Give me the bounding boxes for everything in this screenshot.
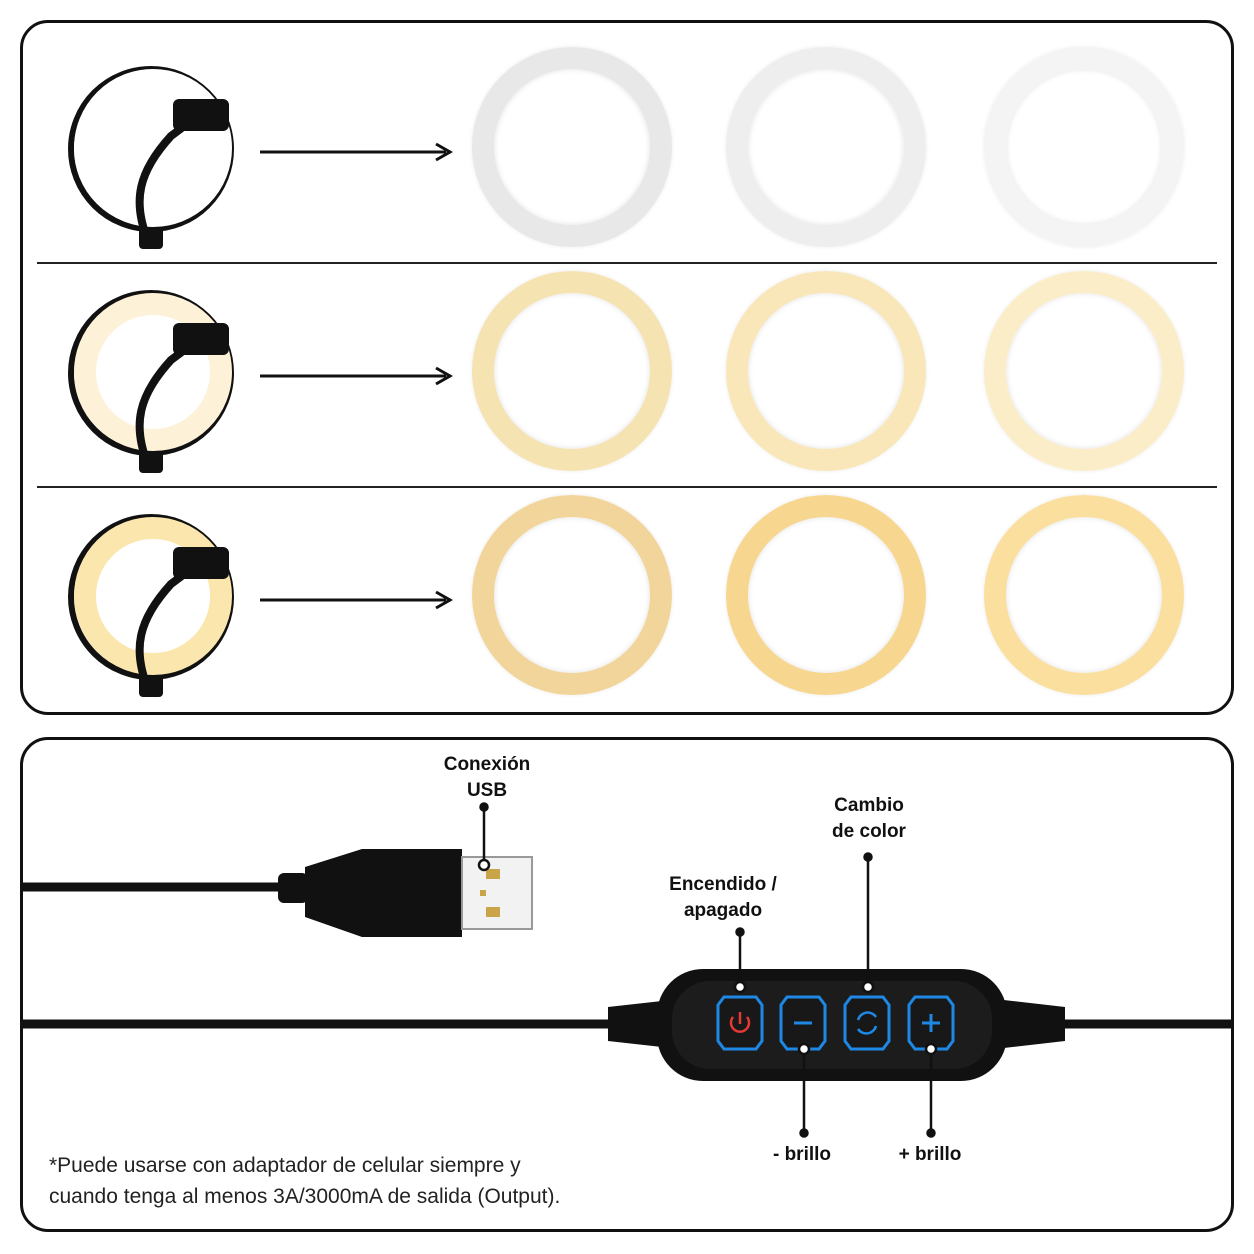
ring-lamp-image bbox=[61, 499, 241, 699]
row-divider bbox=[37, 262, 1217, 264]
usb-plug-icon bbox=[278, 849, 533, 937]
power-label: Encendido / apagado bbox=[669, 874, 777, 921]
color-change-button bbox=[843, 995, 891, 1051]
arrow-right-icon bbox=[260, 142, 456, 162]
refresh-icon bbox=[856, 1011, 878, 1035]
light-ring-sample bbox=[726, 495, 926, 695]
light-ring-sample bbox=[472, 271, 672, 471]
brightness-down-button bbox=[779, 995, 827, 1051]
color-change-label: Cambio de color bbox=[832, 795, 906, 842]
row-divider bbox=[37, 486, 1217, 488]
light-row-neutral bbox=[23, 247, 1231, 475]
controller-panel: Conexión USB Cambio de color Encendido /… bbox=[20, 737, 1234, 1232]
light-row-warm bbox=[23, 471, 1231, 699]
arrow-right-icon bbox=[260, 366, 456, 386]
arrow-right-icon bbox=[260, 590, 456, 610]
light-ring-sample bbox=[472, 495, 672, 695]
ring-lamp-image bbox=[61, 275, 241, 475]
brightness-up-button bbox=[907, 995, 955, 1051]
power-button bbox=[716, 995, 764, 1051]
light-ring-sample bbox=[984, 47, 1184, 247]
light-row-cold bbox=[23, 23, 1231, 251]
color-temperature-panel bbox=[20, 20, 1234, 715]
brightness-up-label: + brillo bbox=[898, 1144, 962, 1165]
light-ring-sample bbox=[726, 47, 926, 247]
light-ring-sample bbox=[984, 495, 1184, 695]
callout-lines bbox=[477, 802, 938, 1138]
usb-connection-label: Conexión USB bbox=[443, 754, 531, 801]
brightness-down-label: - brillo bbox=[772, 1144, 832, 1165]
light-ring-sample bbox=[472, 47, 672, 247]
usage-note: *Puede usarse con adaptador de celular s… bbox=[49, 1154, 561, 1208]
light-ring-sample bbox=[984, 271, 1184, 471]
power-icon bbox=[729, 1016, 751, 1033]
cable-diagram bbox=[23, 802, 1231, 1138]
ring-lamp-image bbox=[61, 51, 241, 251]
light-ring-sample bbox=[726, 271, 926, 471]
